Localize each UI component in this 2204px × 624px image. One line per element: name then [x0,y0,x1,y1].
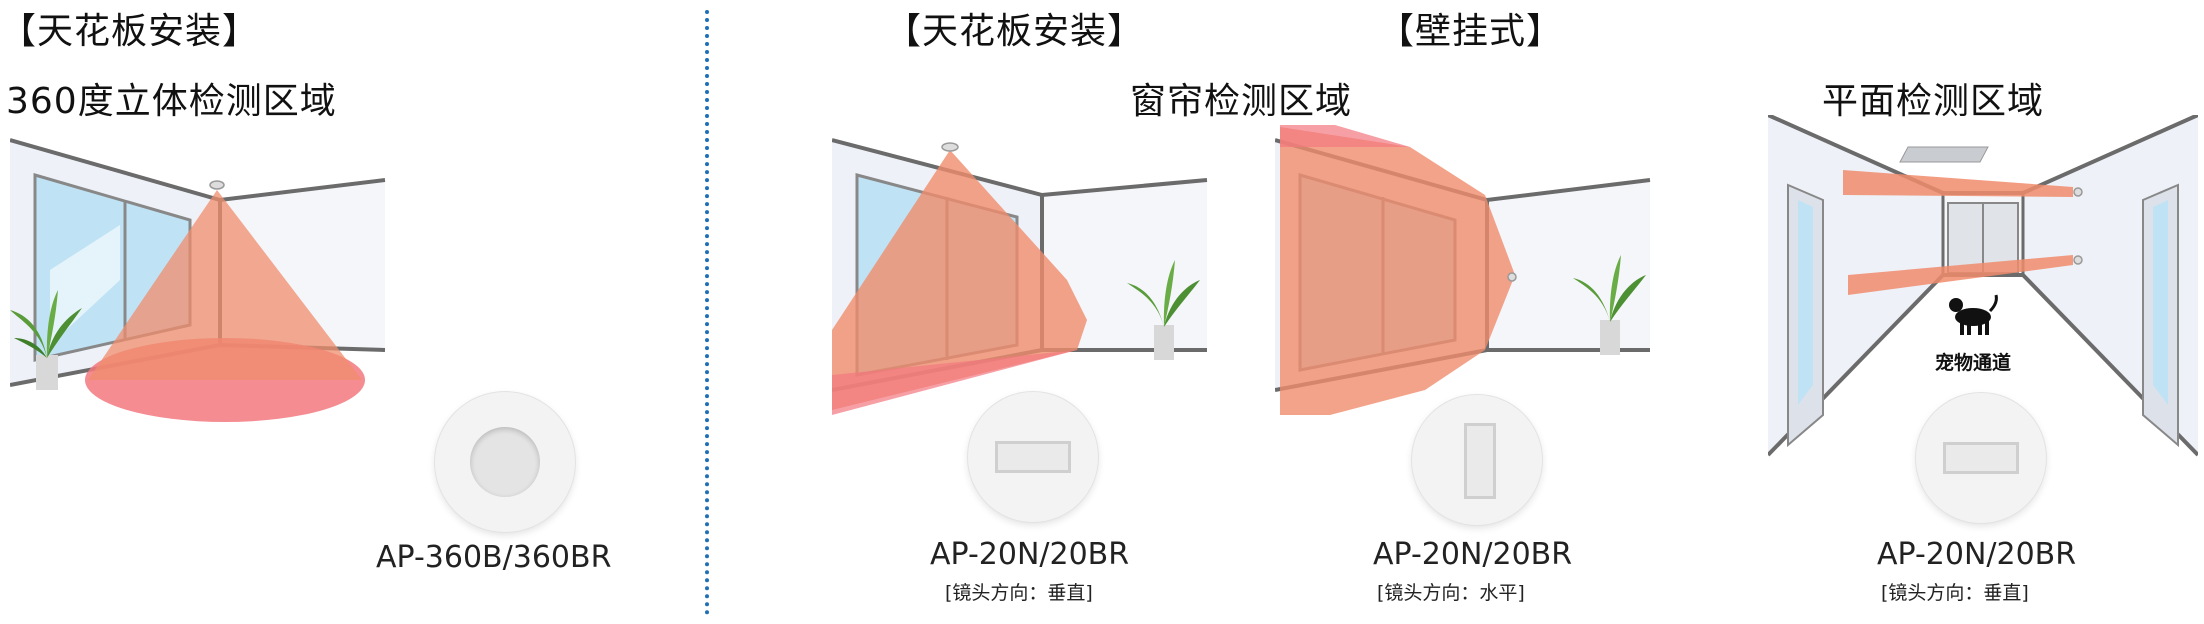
planar-zone-title: 平面检测区域 [1822,81,2045,122]
detection-cone [88,190,362,380]
wall-model-label: AP-20N/20BR [1373,537,1573,572]
right-lens-direction: [镜头方向：垂直] [1881,582,2029,604]
ceiling-lens-direction: [镜头方向：垂直] [945,582,1093,604]
room-360-illustration [10,138,386,422]
right-model-label: AP-20N/20BR [1877,537,2077,572]
ceiling-model-label: AP-20N/20BR [930,537,1130,572]
curtain-zone-title: 窗帘检测区域 [1130,81,1353,122]
left-model-label: AP-360B/360BR [376,540,612,575]
corridor-illustration [1768,115,2198,457]
sensor-20n-wall-device [1412,395,1542,525]
left-zone-title: 360度立体检测区域 [6,81,337,122]
curtain-ceiling-illustration [832,138,1208,415]
lens-vertical-icon [1464,423,1496,499]
lower-detection-beam [1848,255,2073,295]
wall-detection-zone [1280,127,1515,415]
curtain-wall-illustration [1275,125,1651,415]
wall-mount-label: 【壁挂式】 [1378,11,1564,52]
middle-mount-label: 【天花板安装】 [885,11,1145,52]
fresnel-lens-icon [470,427,540,497]
lens-horizontal-icon [1943,442,2019,474]
sensor-20n-planar-device [1916,393,2046,523]
pet-corridor-caption: 宠物通道 [1935,352,2012,374]
curtain-detection-zone [832,150,1087,410]
dog-icon [1949,294,1998,335]
sensor-20n-ceiling-device [968,392,1098,522]
upper-detection-beam [1843,170,2073,197]
section-divider [705,10,709,615]
wall-lens-direction: [镜头方向：水平] [1377,582,1525,604]
left-mount-label: 【天花板安装】 [0,11,260,52]
lens-horizontal-icon [995,441,1071,473]
sensor-360-device [435,392,575,532]
